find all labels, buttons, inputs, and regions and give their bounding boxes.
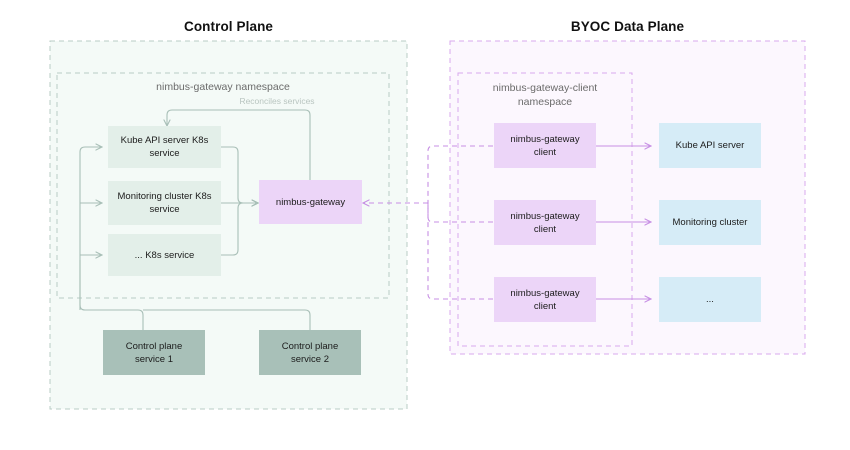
node-control-plane-service-1[interactable]: Control plane service 1 — [103, 330, 205, 375]
edge-trunk-client-1 — [427, 145, 493, 203]
edge-trunk-client-2 — [427, 203, 493, 223]
reconciles-services-label: Reconciles services — [239, 96, 315, 106]
node-kube-api-server[interactable]: Kube API server — [659, 123, 761, 168]
node-kube-api-server-k8s-service[interactable]: Kube API server K8s service — [108, 126, 221, 168]
edge-trunk-client-3 — [427, 203, 493, 300]
node-dots-target[interactable]: ... — [659, 277, 761, 322]
node-monitoring-cluster-k8s-service[interactable]: Monitoring cluster K8s service — [108, 181, 221, 225]
node-nimbus-gateway-client-3[interactable]: nimbus-gateway client — [494, 277, 596, 322]
node-dots-k8s-service[interactable]: ... K8s service — [108, 234, 221, 276]
data-plane-title: BYOC Data Plane — [570, 19, 685, 34]
edge-rail-to-control-plane-service-2 — [143, 309, 311, 330]
node-nimbus-gateway-client-2[interactable]: nimbus-gateway client — [494, 200, 596, 245]
node-nimbus-gateway-client-1[interactable]: nimbus-gateway client — [494, 123, 596, 168]
nimbus-gateway-client-namespace-label: nimbus-gateway-client namespace — [492, 82, 598, 108]
edge-dots-service-to-gateway — [221, 203, 258, 256]
node-monitoring-cluster[interactable]: Monitoring cluster — [659, 200, 761, 245]
node-nimbus-gateway[interactable]: nimbus-gateway — [259, 180, 362, 224]
edge-kube-api-service-to-gateway — [221, 146, 258, 203]
control-plane-title: Control Plane — [183, 19, 274, 34]
node-control-plane-service-2[interactable]: Control plane service 2 — [259, 330, 361, 375]
edge-spine-to-kube-api-service — [79, 147, 102, 310]
nimbus-gateway-namespace-label: nimbus-gateway namespace — [156, 81, 290, 93]
